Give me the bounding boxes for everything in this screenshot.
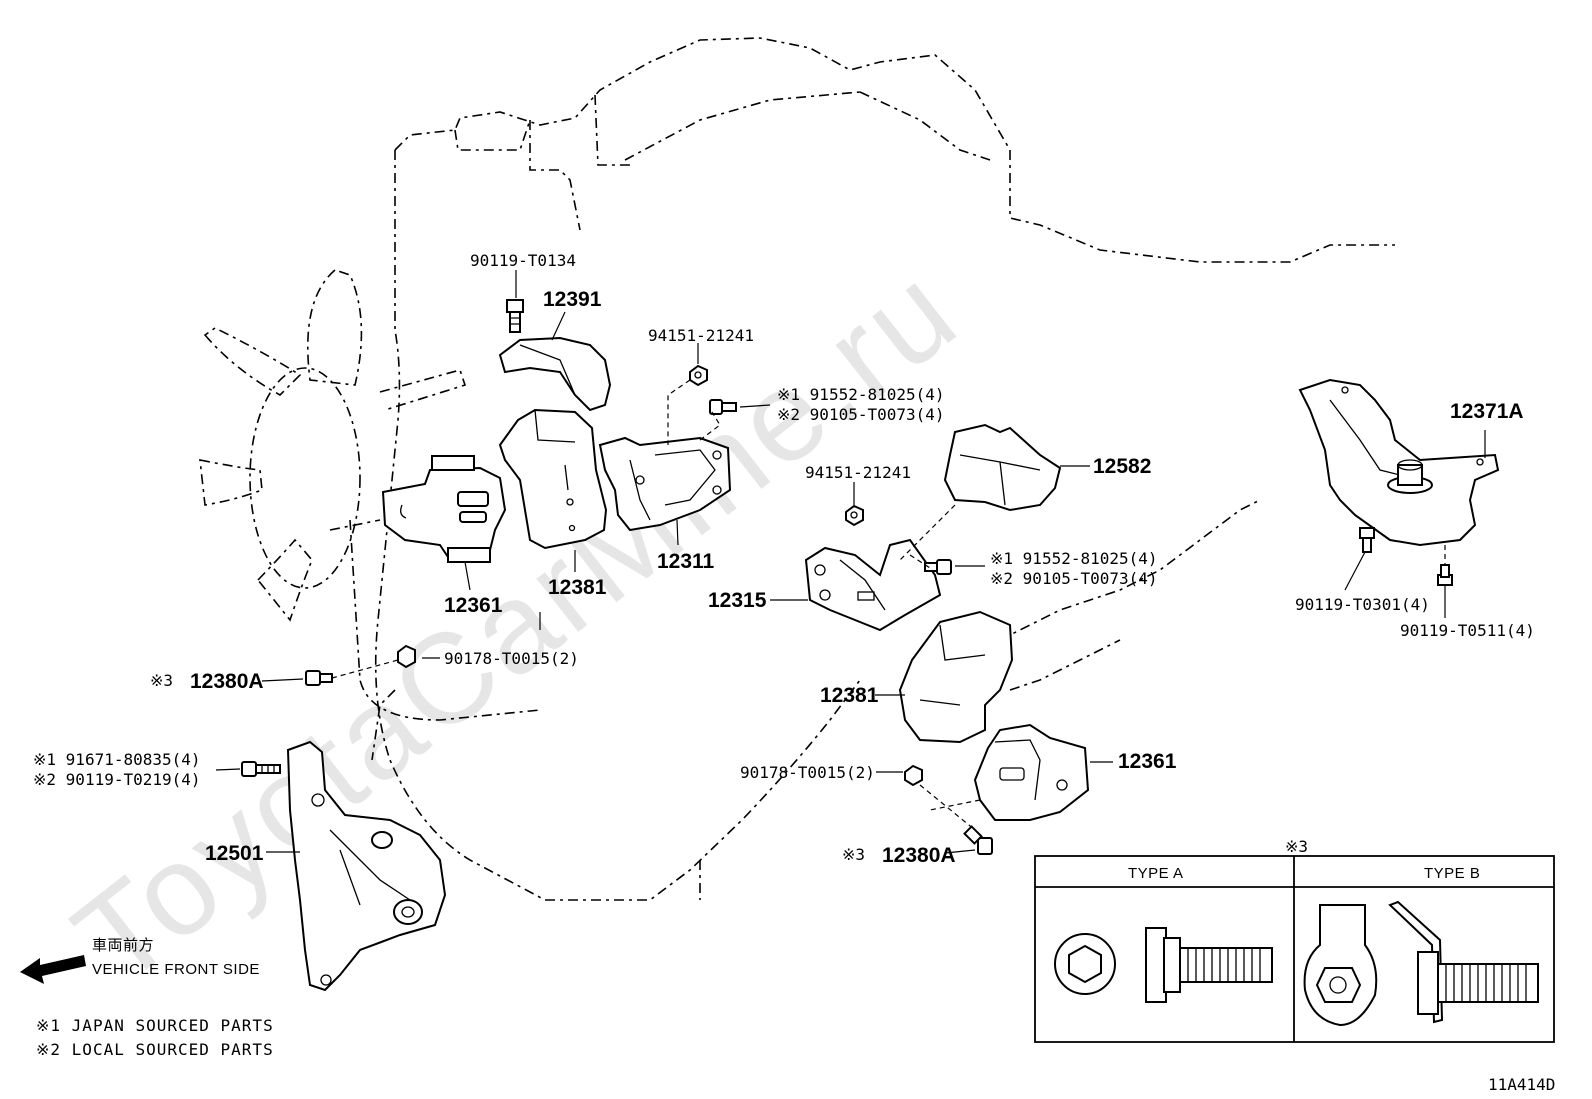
part-12371a: [1298, 378, 1500, 547]
type-b-bolt: [1303, 900, 1539, 1027]
footnote-local-sourced: ※2 LOCAL SOURCED PARTS: [36, 1040, 274, 1059]
label-12381-left: 12381: [548, 576, 607, 599]
part-labels: 90119-T0134 12391 94151-21241 ※1 91552-8…: [33, 251, 1535, 867]
part-12361-left: [381, 455, 507, 563]
part-12501: [286, 740, 447, 992]
bolt-91671: [241, 761, 281, 777]
label-90119-t0301: 90119-T0301(4): [1295, 595, 1430, 614]
nut-90178-left: [397, 644, 416, 669]
label-91552-top: ※1 91552-81025(4): [777, 385, 945, 404]
bolt-90119-t0511: [1437, 564, 1453, 586]
label-12371a: 12371A: [1450, 400, 1524, 423]
direction-arrow-icon: [20, 955, 86, 984]
label-94151-a: 94151-21241: [648, 326, 754, 345]
label-12361-right: 12361: [1118, 750, 1177, 773]
label-90178-right: 90178-T0015(2): [740, 763, 875, 782]
label-90119-t0134: 90119-T0134: [470, 251, 576, 270]
label-90178-left: 90178-T0015(2): [444, 649, 579, 668]
leader-lines: [215, 270, 1486, 854]
label-91671: ※1 91671-80835(4): [33, 750, 201, 769]
nut-94151-mid: [845, 504, 864, 527]
direction-label-en: VEHICLE FRONT SIDE: [92, 961, 260, 978]
part-12582: [943, 423, 1062, 512]
part-12311: [598, 436, 732, 532]
label-91552-mid: ※1 91552-81025(4): [990, 549, 1158, 568]
bolt-90119-t0134: [506, 299, 524, 333]
figure-id: 11A414D: [1488, 1075, 1555, 1094]
vehicle-front-direction: 車両前方 VEHICLE FRONT SIDE: [20, 937, 260, 984]
part-12361-right: [973, 723, 1090, 821]
mark3-left: ※3: [150, 671, 173, 690]
footnotes: ※1 JAPAN SOURCED PARTS ※2 LOCAL SOURCED …: [36, 1016, 274, 1059]
footnote-japan-sourced: ※1 JAPAN SOURCED PARTS: [36, 1016, 274, 1035]
part-12381-right: [898, 610, 1014, 744]
nut-94151-top: [689, 364, 708, 387]
inset-type-a: TYPE A: [1128, 865, 1184, 882]
label-12361-left: 12361: [444, 594, 503, 617]
label-12380a-right: 12380A: [882, 844, 956, 867]
bolt-12380a-right: [963, 825, 993, 855]
bolt-91552-top: [709, 399, 737, 415]
inset-mark: ※3: [1285, 837, 1308, 856]
part-12391: [498, 336, 612, 412]
inset-type-b: TYPE B: [1424, 865, 1480, 882]
label-12391: 12391: [543, 288, 602, 311]
label-12582: 12582: [1093, 455, 1151, 478]
part-12381-left: [498, 408, 608, 550]
engine-outline: [374, 37, 1395, 901]
type-a-bolt: [1054, 927, 1273, 1003]
nut-90178-right: [904, 764, 923, 787]
bolt-90119-t0301: [1359, 527, 1375, 553]
label-90119-t0219: ※2 90119-T0219(4): [33, 770, 201, 789]
label-12381-right: 12381: [820, 684, 879, 707]
label-94151-b: 94151-21241: [805, 463, 911, 482]
label-90119-t0511: 90119-T0511(4): [1400, 621, 1535, 640]
label-12311: 12311: [657, 550, 715, 573]
mark3-right: ※3: [842, 845, 865, 864]
label-12380a-left: 12380A: [190, 670, 264, 693]
label-12501: 12501: [205, 842, 264, 865]
label-90105-top: ※2 90105-T0073(4): [777, 405, 945, 424]
label-12315: 12315: [708, 589, 767, 612]
direction-label-jp: 車両前方: [92, 937, 154, 954]
inset-bolt-types: ※3 TYPE A TYPE B: [1034, 837, 1555, 1043]
label-90105-mid: ※2 90105-T0073(4): [990, 569, 1158, 588]
bolt-91552-mid: [924, 559, 952, 575]
bolt-12380a-left: [305, 670, 333, 686]
cooling-fan-outline: [199, 269, 541, 761]
part-12315: [804, 538, 942, 632]
